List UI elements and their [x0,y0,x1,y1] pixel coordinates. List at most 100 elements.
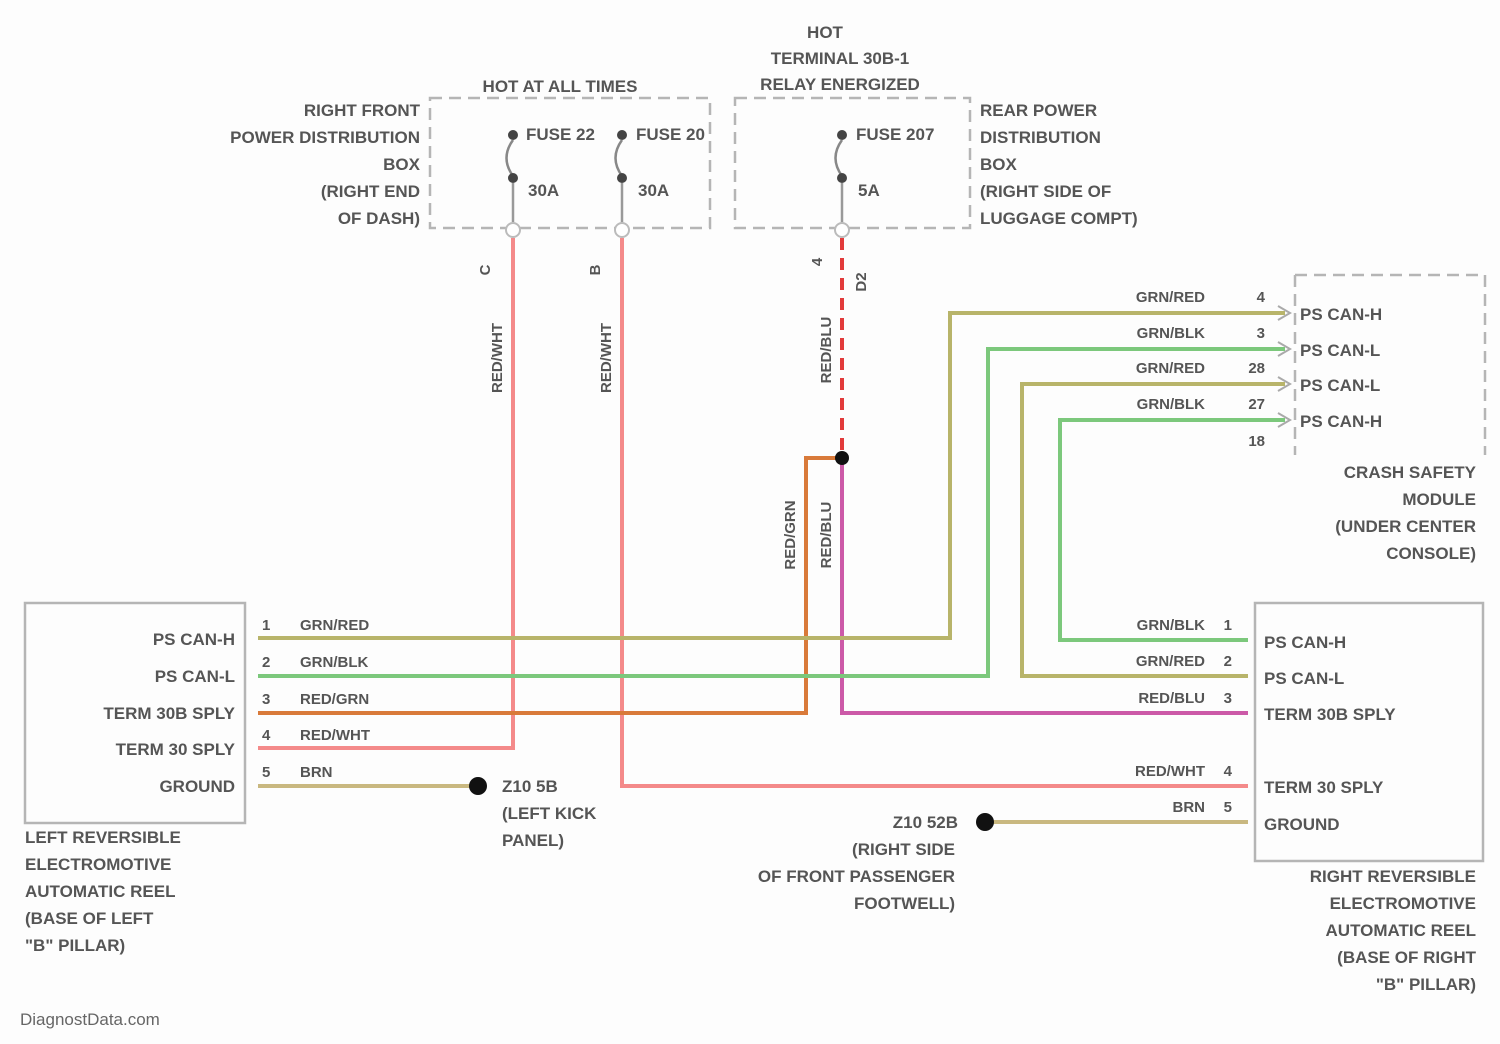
left-reel-wire-1: GRN/RED [300,617,369,634]
fuse-22: FUSE 22 30A C [477,125,595,275]
right-reel-signal-1: PS CAN-H [1264,633,1346,652]
right-reel-pin-3: 3 [1224,690,1232,707]
left-reel-title-5: "B" PILLAR) [25,936,125,955]
fuse-22-cavity: C [477,264,494,275]
crash-title-4: CONSOLE) [1386,544,1476,563]
fuse-207-terminal [835,223,849,237]
right-reel-title-1: RIGHT REVERSIBLE [1310,867,1476,886]
right-reel-title-3: AUTOMATIC REEL [1326,921,1476,940]
crash-row-1-wire: GRN/RED [1136,289,1205,306]
ground-left-label-3: PANEL) [502,831,564,850]
crash-title-1: CRASH SAFETY [1344,463,1477,482]
right-reel-signal-2: PS CAN-L [1264,669,1344,688]
fuse-22-bottom-dot [508,173,518,183]
fuse-22-top-dot [508,130,518,140]
wire-grn-red-left [258,313,1285,638]
fuse-20-rating: 30A [638,181,669,200]
ground-left: Z10 5B (LEFT KICK PANEL) [469,777,597,850]
crash-title-2: MODULE [1402,490,1476,509]
left-reel-title-3: AUTOMATIC REEL [25,882,175,901]
ground-right: Z10 52B (RIGHT SIDE OF FRONT PASSENGER F… [758,813,994,913]
rfpdb-label-5: OF DASH) [338,209,420,228]
crash-row-4-signal: PS CAN-H [1300,412,1382,431]
rpdb-label-2: DISTRIBUTION [980,128,1101,147]
left-reel-pin-1: 1 [262,617,270,634]
wire-grn-blk-right [1060,420,1285,640]
rpdb-box [735,98,970,228]
crash-row-3-signal: PS CAN-L [1300,376,1380,395]
rfpdb-label-3: BOX [383,155,421,174]
right-reel-signal-3: TERM 30B SPLY [1264,705,1396,724]
wire-red-wht-fuse22 [258,238,513,748]
fuse-207-rating: 5A [858,181,880,200]
ground-left-label-1: Z10 5B [502,777,558,796]
splice-dot [835,451,849,465]
crash-row-3-wire: GRN/RED [1136,360,1205,377]
fuse-22-terminal [506,223,520,237]
hot-at-all-times-label: HOT AT ALL TIMES [483,77,638,96]
left-reel-pin-5: 5 [262,764,270,781]
crash-row-2: GRN/BLK 3 PS CAN-L [1137,325,1381,360]
left-reel-pin-3: 3 [262,691,270,708]
fuse-20-terminal [615,223,629,237]
wire-label-w3: RED/BLU [818,317,835,384]
rfpdb-label-2: POWER DISTRIBUTION [230,128,420,147]
crash-row-1: GRN/RED 4 PS CAN-H [1136,289,1382,324]
wire-label-w4: RED/GRN [782,500,799,569]
left-reel-wire-5: BRN [300,764,333,781]
right-reel-pin-5: 5 [1224,799,1232,816]
crash-row-2-pin: 3 [1257,325,1265,342]
crash-extra-pin: 18 [1248,433,1265,450]
left-reel-wire-4: RED/WHT [300,727,370,744]
crash-row-3-pin: 28 [1248,360,1265,377]
crash-row-2-signal: PS CAN-L [1300,341,1380,360]
ground-right-label-2: (RIGHT SIDE [852,840,955,859]
watermark: DiagnostData.com [20,1010,160,1029]
hot-label: HOT [807,23,844,42]
right-reel-rows: PS CAN-H PS CAN-L TERM 30B SPLY TERM 30 … [1135,617,1396,834]
fuse-20-symbol [616,140,623,176]
left-reel-wire-3: RED/GRN [300,691,369,708]
left-reel-wire-2: GRN/BLK [300,654,368,671]
fuse-20-name: FUSE 20 [636,125,705,144]
crash-row-3: GRN/RED 28 PS CAN-L [1136,360,1380,395]
right-reel-signal-4: TERM 30 SPLY [1264,778,1384,797]
left-reel-pin-4: 4 [262,727,271,744]
crash-row-4-wire: GRN/BLK [1137,396,1205,413]
right-reel-title-5: "B" PILLAR) [1376,975,1476,994]
crash-row-4-pin: 27 [1248,396,1265,413]
right-reel-wire-1: GRN/BLK [1137,617,1205,634]
right-reel-wire-4: RED/WHT [1135,763,1205,780]
left-reel-pin-2: 2 [262,654,270,671]
right-reel-wire-2: GRN/RED [1136,653,1205,670]
crash-row-2-wire: GRN/BLK [1137,325,1205,342]
fuse-207-symbol [836,140,843,176]
left-reel-title-1: LEFT REVERSIBLE [25,828,181,847]
left-reel-signal-5: GROUND [159,777,235,796]
fuse-207-bottom-dot [837,173,847,183]
rfpdb-label-4: (RIGHT END [321,182,420,201]
fuse-207: FUSE 207 5A 4 D2 [809,125,934,292]
left-reel-title-2: ELECTROMOTIVE [25,855,171,874]
ground-right-label-4: FOOTWELL) [854,894,955,913]
right-reel-title-4: (BASE OF RIGHT [1337,948,1476,967]
wire-label-w5: RED/BLU [818,502,835,569]
left-reel-signal-2: PS CAN-L [155,667,235,686]
ground-right-label-1: Z10 52B [893,813,958,832]
right-reel-pin-4: 4 [1224,763,1233,780]
fuse-22-name: FUSE 22 [526,125,595,144]
fuse-207-name: FUSE 207 [856,125,934,144]
left-reel-rows: PS CAN-H PS CAN-L TERM 30B SPLY TERM 30 … [103,617,370,796]
left-reel-signal-4: TERM 30 SPLY [116,740,236,759]
rpdb-label-5: LUGGAGE COMPT) [980,209,1138,228]
wire-label-w1: RED/WHT [489,323,506,393]
fuse-207-pin2: D2 [853,272,870,291]
relay-energized-label: RELAY ENERGIZED [760,75,920,94]
crash-row-1-pin: 4 [1257,289,1266,306]
ground-left-icon [469,777,487,795]
fuse-207-cavity: 4 [809,257,826,266]
ground-right-icon [976,813,994,831]
crash-title-3: (UNDER CENTER [1335,517,1476,536]
